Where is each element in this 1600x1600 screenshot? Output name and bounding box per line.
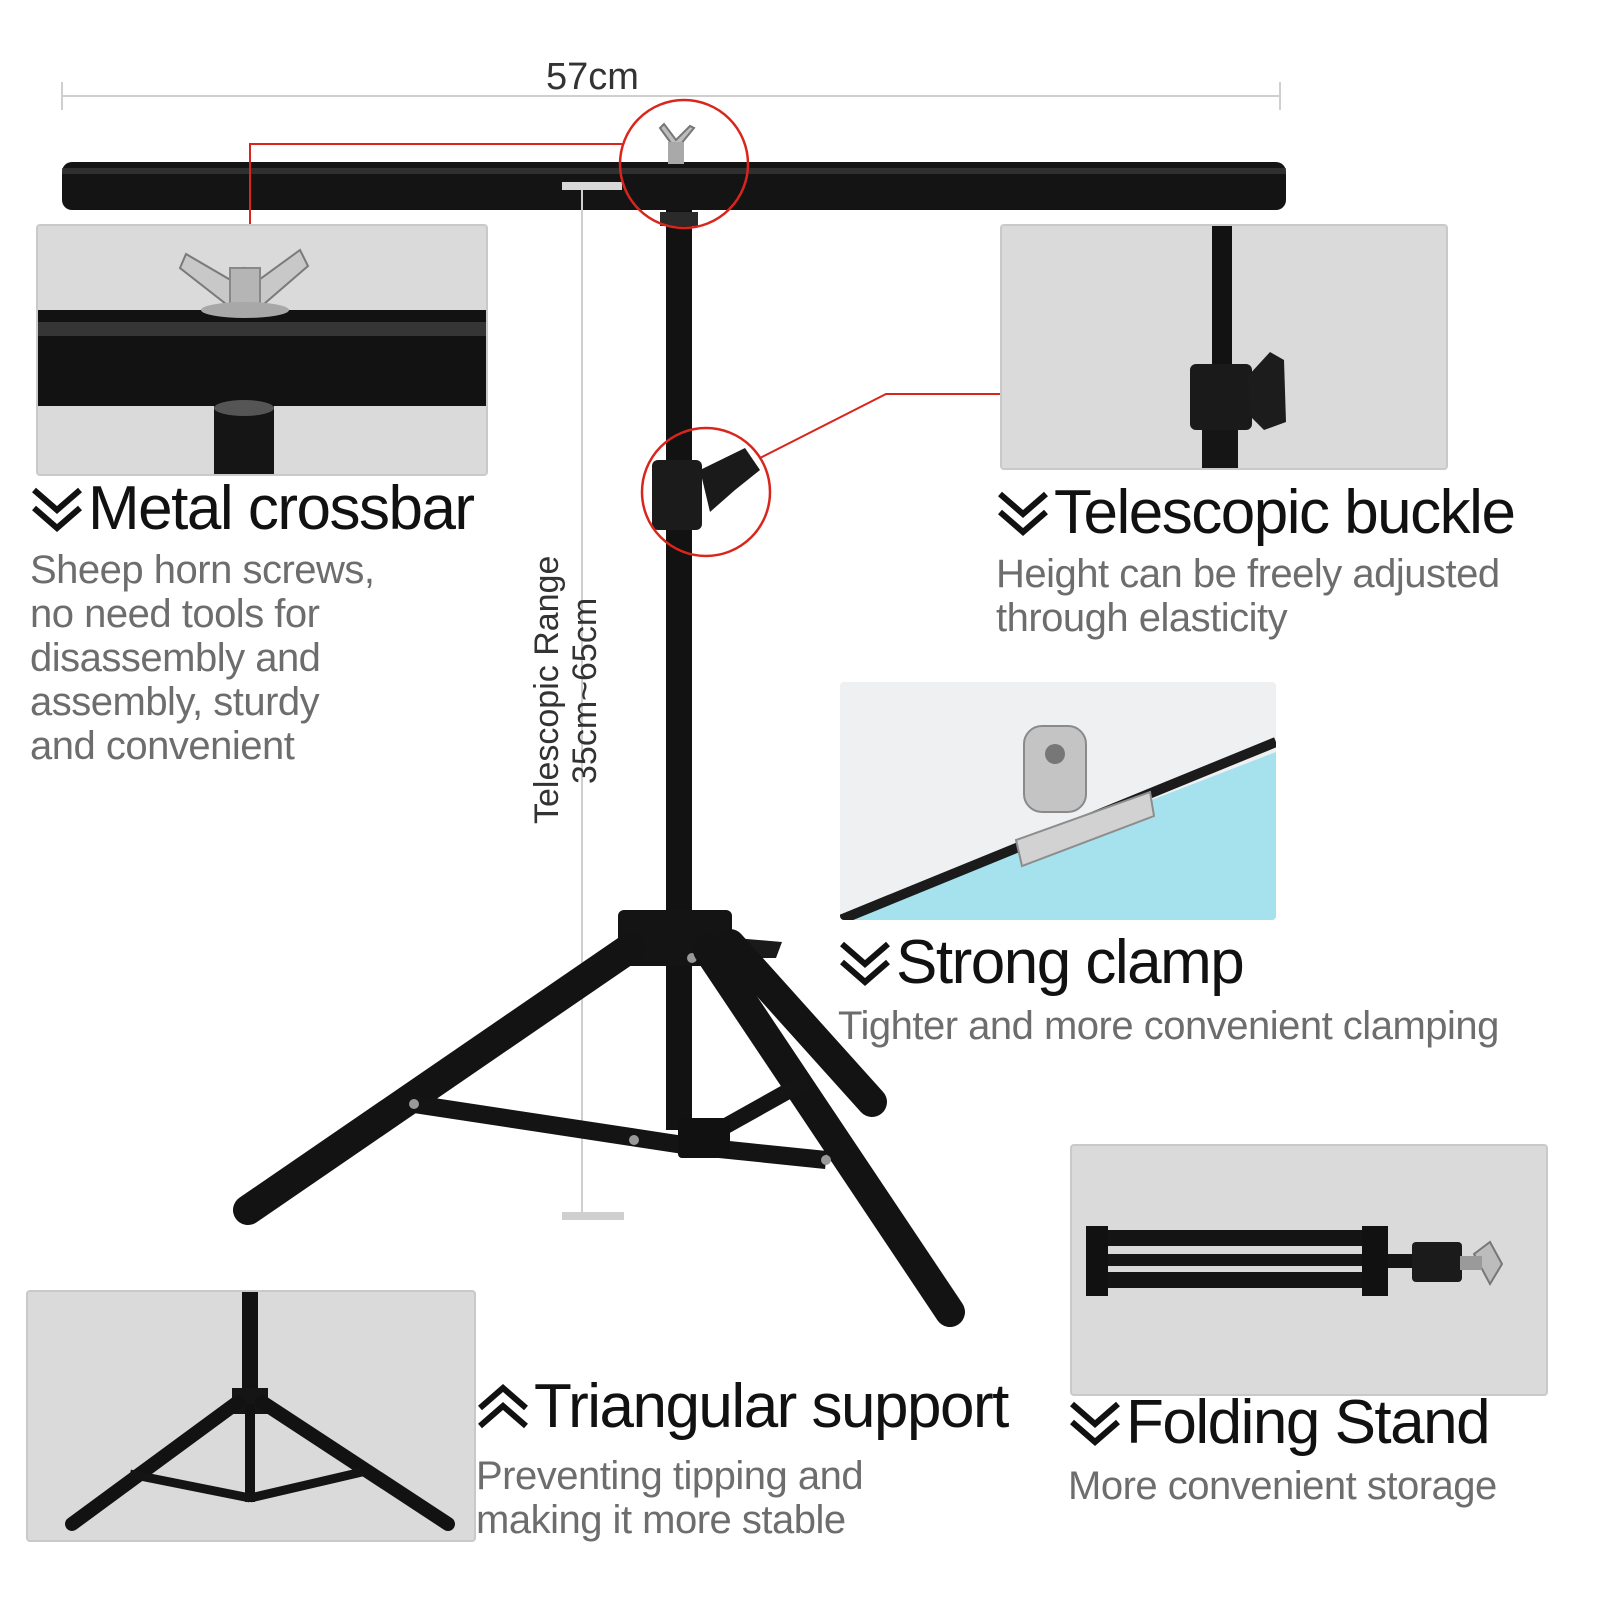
triangle-title: Triangular support: [476, 1372, 1009, 1441]
double-chevron-down-icon: [998, 491, 1048, 536]
crossbar-title-text: Metal crossbar: [88, 474, 475, 543]
buckle-title: Telescopic buckle: [996, 478, 1516, 547]
folding-title-text: Folding Stand: [1126, 1388, 1491, 1457]
height-dimension-line1: Telescopic Range: [528, 555, 566, 824]
double-chevron-down-icon: [32, 487, 82, 532]
clamp-description: Tighter and more convenient clamping: [838, 1004, 1499, 1048]
folding-detail-panel: [1070, 1144, 1548, 1396]
double-chevron-down-icon: [840, 941, 890, 986]
buckle-title-text: Telescopic buckle: [1054, 478, 1516, 547]
clamp-title: Strong clamp: [838, 928, 1245, 997]
height-dimension-line2: 35cm~65cm: [566, 597, 604, 784]
folding-title: Folding Stand: [1068, 1388, 1491, 1457]
folding-description: More convenient storage: [1068, 1464, 1497, 1508]
crossbar-detail-panel: [36, 224, 488, 476]
clamp-title-text: Strong clamp: [896, 928, 1245, 997]
width-dimension-label: 57cm: [546, 56, 639, 98]
clamp-detail-panel: [840, 682, 1276, 920]
buckle-description: Height can be freely adjusted through el…: [996, 552, 1500, 640]
triangle-description: Preventing tipping and making it more st…: [476, 1454, 864, 1542]
triangle-title-text: Triangular support: [534, 1372, 1009, 1441]
buckle-detail-panel: [1000, 224, 1448, 470]
double-chevron-down-icon: [1070, 1401, 1120, 1446]
double-chevron-up-icon: [478, 1384, 528, 1429]
crossbar-title: Metal crossbar: [30, 474, 475, 543]
triangle-detail-panel: [26, 1290, 476, 1542]
crossbar-description: Sheep horn screws, no need tools for dis…: [30, 548, 375, 768]
